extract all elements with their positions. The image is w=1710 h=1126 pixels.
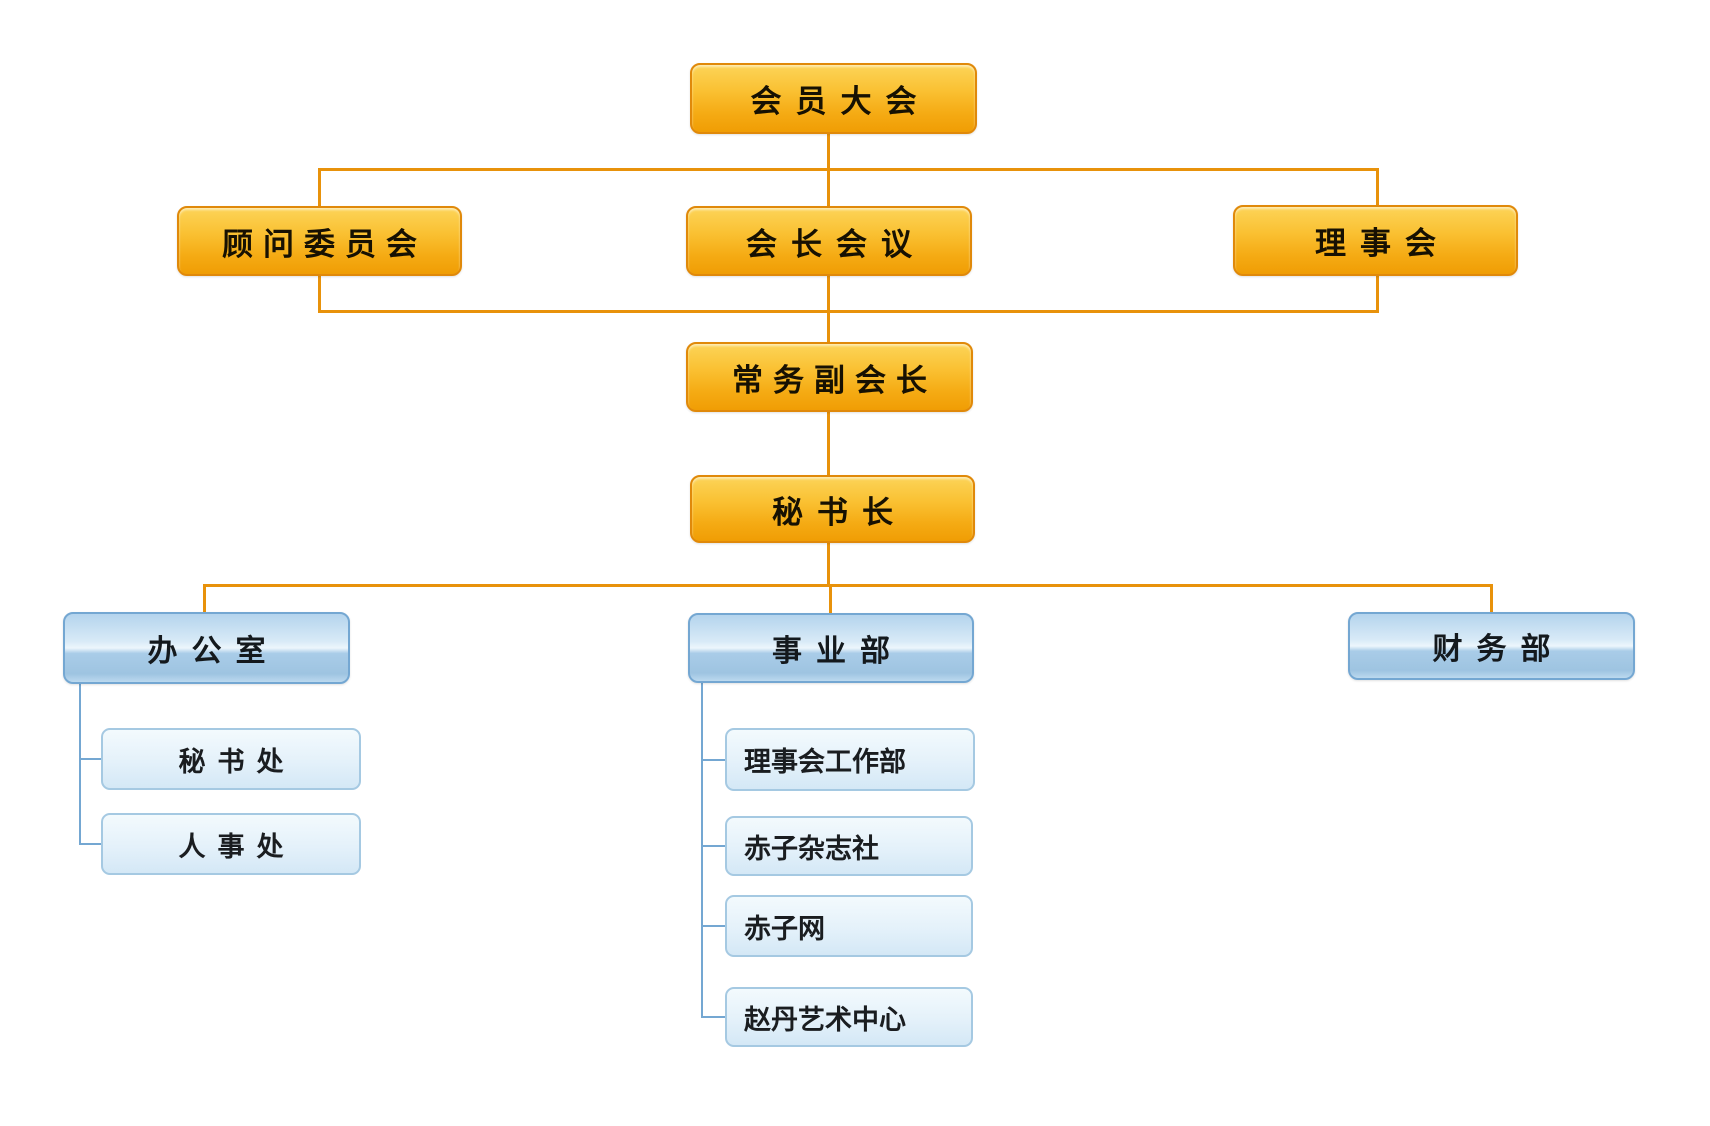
node-business-dept: 事业部 xyxy=(688,613,974,683)
connector-business-children xyxy=(701,683,703,1018)
node-personnel-office: 人事处 xyxy=(101,813,361,875)
node-chizi-net: 赤子网 xyxy=(725,895,973,957)
node-board-of-directors: 理事会 xyxy=(1233,205,1518,276)
connector-drop-business xyxy=(829,584,832,613)
node-secretary-general-label: 秘书长 xyxy=(772,494,907,530)
connector-board-down xyxy=(1376,273,1379,313)
node-secretariat-label: 秘书处 xyxy=(178,746,296,777)
node-board-work-dept: 理事会工作部 xyxy=(725,728,975,791)
node-board-of-directors-label: 理事会 xyxy=(1315,226,1450,261)
connector-assembly-down xyxy=(827,134,830,170)
node-advisory-committee-label: 顾问委员会 xyxy=(222,226,427,262)
connector-drop-office xyxy=(203,584,206,612)
connector-drop-board xyxy=(1376,168,1379,205)
node-office-dept: 办公室 xyxy=(63,612,350,684)
node-board-work-dept-label: 理事会工作部 xyxy=(744,747,906,777)
connector-drop-advisory xyxy=(318,168,321,206)
node-president-meeting-label: 会长会议 xyxy=(746,226,926,262)
connector-rail-bottom xyxy=(203,584,1493,587)
node-chizi-net-label: 赤子网 xyxy=(744,913,825,944)
node-executive-vice-president-label: 常务副会长 xyxy=(732,362,937,398)
connector-drop-president-meeting xyxy=(827,168,830,206)
node-finance-dept: 财务部 xyxy=(1348,612,1635,680)
connector-sg-down xyxy=(827,543,830,587)
connector-stub-magazine xyxy=(701,845,725,847)
node-advisory-committee: 顾问委员会 xyxy=(177,206,462,276)
connector-advisory-down xyxy=(318,275,321,313)
connector-stub-personnel xyxy=(79,843,101,845)
node-finance-dept-label: 财务部 xyxy=(1432,633,1565,666)
connector-rail-mid xyxy=(318,310,1379,313)
node-chizi-magazine-label: 赤子杂志社 xyxy=(744,833,879,864)
node-secretary-general: 秘书长 xyxy=(690,475,975,543)
connector-drop-finance xyxy=(1490,584,1493,612)
node-zhaodan-art-center: 赵丹艺术中心 xyxy=(725,987,973,1047)
connector-office-children xyxy=(79,684,81,845)
connector-stub-secretariat xyxy=(79,758,101,760)
node-office-dept-label: 办公室 xyxy=(147,635,280,668)
node-president-meeting: 会长会议 xyxy=(686,206,972,276)
node-secretariat: 秘书处 xyxy=(101,728,361,790)
connector-rail-top xyxy=(318,168,1379,171)
node-executive-vice-president: 常务副会长 xyxy=(686,342,973,412)
connector-stub-board-work xyxy=(701,759,725,761)
connector-stub-art-center xyxy=(701,1016,725,1018)
node-member-assembly: 会员大会 xyxy=(690,63,977,134)
node-member-assembly-label: 会员大会 xyxy=(750,84,931,119)
node-chizi-magazine: 赤子杂志社 xyxy=(725,816,973,876)
connector-vp-to-sg xyxy=(827,412,830,475)
connector-center-through xyxy=(827,275,830,342)
connector-stub-net xyxy=(701,925,725,927)
node-zhaodan-art-center-label: 赵丹艺术中心 xyxy=(744,1004,906,1035)
node-business-dept-label: 事业部 xyxy=(772,635,904,668)
node-personnel-office-label: 人事处 xyxy=(178,831,296,862)
